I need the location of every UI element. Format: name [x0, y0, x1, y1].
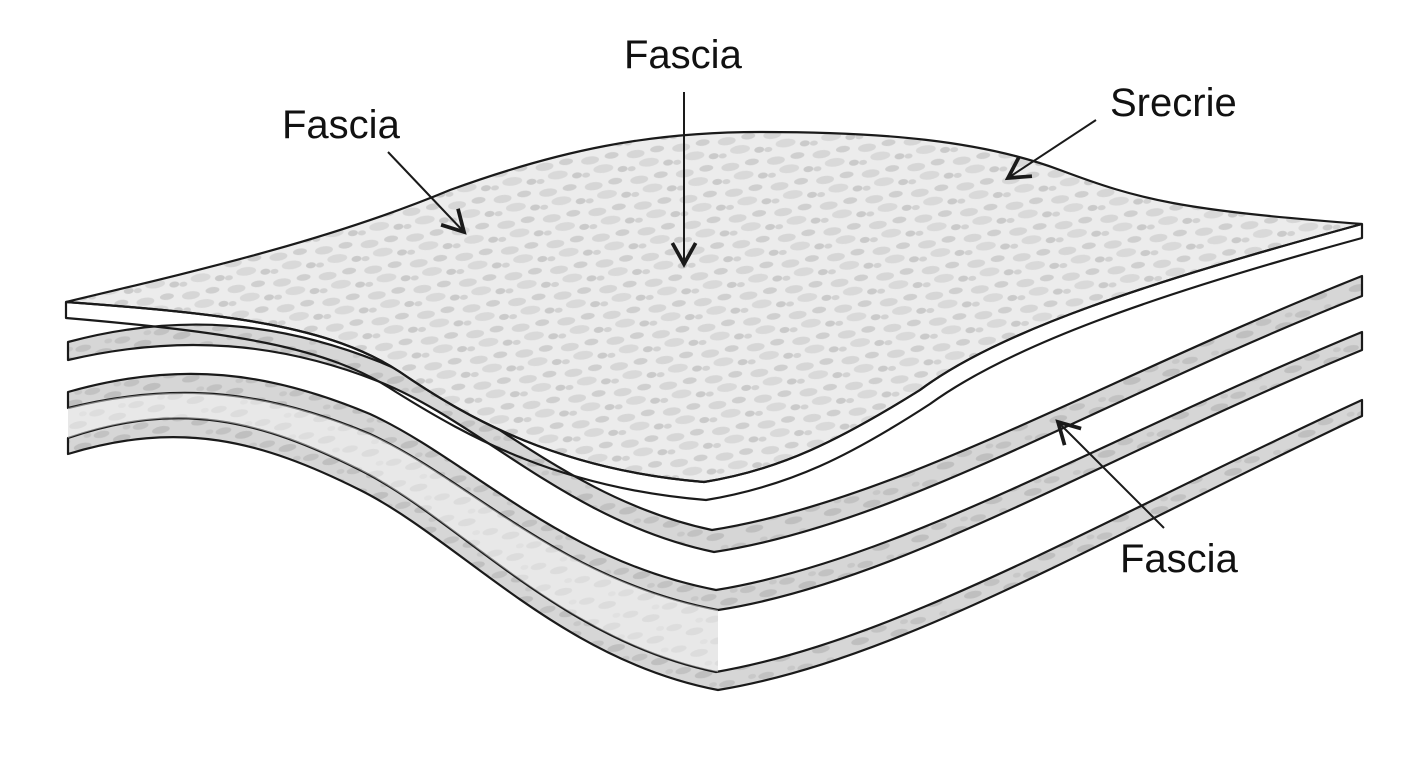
label-top-left: Fascia [282, 103, 401, 147]
label-arrows [387, 92, 1165, 529]
arrow-bottom-right [1055, 419, 1165, 529]
arrow-top-left [387, 151, 467, 235]
fascia-layer-1 [64, 130, 1364, 502]
label-top-center: Fascia [624, 33, 743, 77]
arrow-top-right [1004, 119, 1097, 181]
label-top-right: Srecrie [1110, 81, 1237, 125]
label-bottom-right: Fascia [1120, 537, 1239, 581]
fascia-layer-3 [66, 330, 1364, 672]
fascia-layer-4 [66, 398, 1364, 692]
